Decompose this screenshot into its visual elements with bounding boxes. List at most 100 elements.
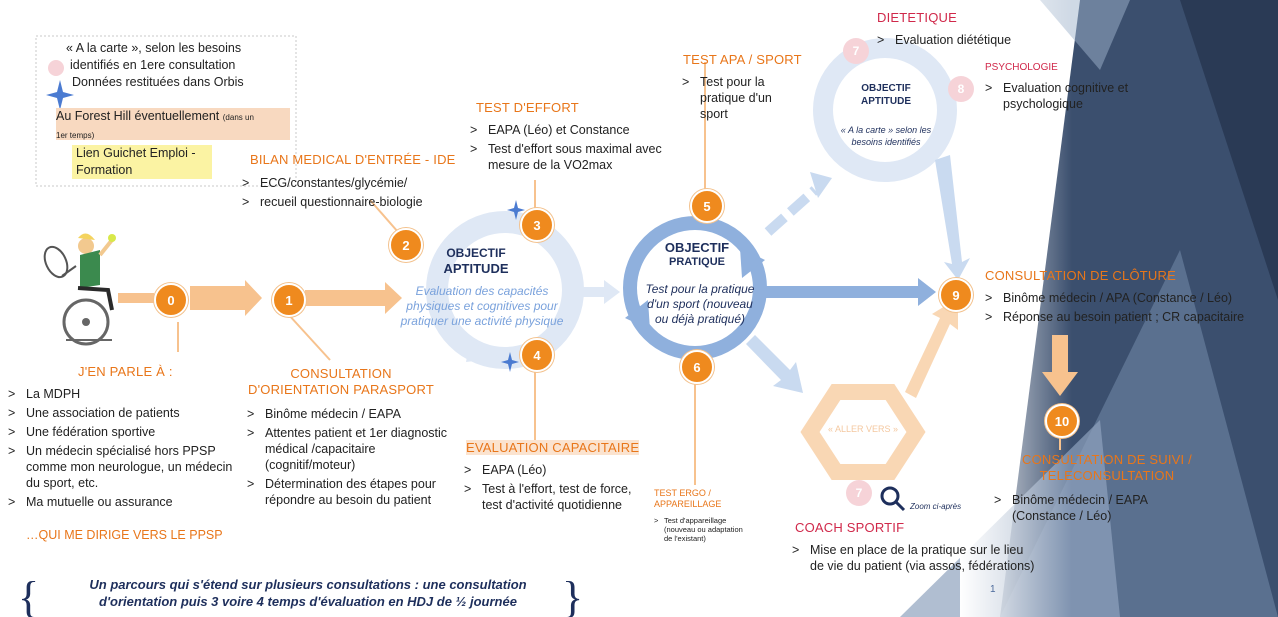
objectif-pratique-title: OBJECTIF PRATIQUE [655,240,739,270]
test-effort-title: TEST D'EFFORT [476,100,579,115]
jen-parle-footer: …QUI ME DIRIGE VERS LE PPSP [26,528,223,542]
arrow-apt-prat [572,280,620,304]
arrow-prat-apt2 [764,186,819,236]
objectif-aptitude-2-line2: APTITUDE [861,96,911,107]
guichet-emploi-line1: Lien Guichet Emploi - [76,146,196,160]
bottom-note-line1: Un parcours qui s'étend sur plusieurs co… [89,577,527,592]
star-icon [501,352,519,372]
test-ergo-item: Test d'appareillage (nouveau ou adaptati… [652,516,744,543]
step-7-dietetique-badge: 7 [843,38,869,64]
objectif-aptitude-1-line2: APTITUDE [443,261,509,276]
consultation-orientation-list: Binôme médecin / EAPA Attentes patient e… [245,406,450,511]
page-number: 1 [990,584,996,595]
evaluation-capacitaire-list: EAPA (Léo) Test à l'effort, test de forc… [462,462,642,516]
arrow-9-10 [1042,335,1078,396]
test-ergo-line1: TEST ERGO / [654,488,711,498]
dietetique-title: DIETETIQUE [877,10,958,25]
objectif-pratique-line1: OBJECTIF [664,240,730,255]
suivi-list: Binôme médecin / EAPA (Constance / Léo) [992,492,1162,527]
objectif-pratique-body: Test pour la pratique d'un sport (nouvea… [645,282,755,326]
test-ergo-title: TEST ERGO / APPAREILLAGE [654,488,721,510]
coach-title: COACH SPORTIF [795,520,905,535]
dietetique-item: Evaluation diététique [875,32,1075,48]
hexagon-aller-vers [800,384,926,480]
consultation-orientation-item: Détermination des étapes pour répondre a… [245,476,450,508]
consultation-orientation-item: Attentes patient et 1er diagnostic médic… [245,425,450,473]
jen-parle-list: La MDPH Une association de patients Une … [6,386,236,513]
zoom-label[interactable]: Zoom ci-après [910,502,962,511]
step-5-badge: 5 [690,189,724,223]
forest-hill-box: Au Forest Hill éventuellement (dans un 1… [56,108,290,140]
test-ergo-line2: APPAREILLAGE [654,499,722,509]
suivi-item: Binôme médecin / EAPA (Constance / Léo) [992,492,1162,524]
psychologie-list: Evaluation cognitive et psychologique [983,80,1148,115]
arrow-prat-aller [746,335,803,393]
step-7-coach-badge: 7 [846,480,872,506]
arrow-prat-apt2-head [810,172,832,198]
forest-hill-small: (dans un [222,113,254,122]
faint-step-marker [48,60,64,76]
evaluation-capacitaire-title: EVALUATION CAPACITAIRE [466,440,640,455]
arrow-0-1 [190,280,262,316]
orbis-line: Données restituées dans Orbis [72,75,244,89]
arrow-1-obj [305,282,402,314]
step-4-badge: 4 [520,338,554,372]
cycle-pratique-arrow-l [625,300,650,330]
aller-vers-label: « ALLER VERS » [827,424,899,434]
coach-list: Mise en place de la pratique sur le lieu… [790,542,1040,577]
test-apa-list: Test pour la pratique d'un sport [680,74,780,125]
step-9-badge: 9 [939,278,973,312]
jen-parle-item: Ma mutuelle ou assurance [6,494,236,510]
objectif-aptitude-1-line1: OBJECTIF [446,246,506,260]
arrow-0-a [118,293,154,303]
consultation-orientation-line1: CONSULTATION [290,366,392,381]
bottom-note: Un parcours qui s'étend sur plusieurs co… [48,576,568,610]
cycle-pratique-arrow-r [740,248,765,278]
bilan-item: recueil questionnaire-biologie [240,194,480,210]
cloture-item: Binôme médecin / APA (Constance / Léo) [983,290,1273,306]
cloture-item: Réponse au besoin patient ; CR capacitai… [983,309,1273,325]
test-effort-item: EAPA (Léo) et Constance [468,122,703,138]
forest-hill-line: Au Forest Hill éventuellement [56,109,220,123]
a-la-carte-line1: « A la carte », selon les besoins [66,41,242,55]
evaluation-capacitaire-item: Test à l'effort, test de force, test d'a… [462,481,642,513]
evaluation-capacitaire-item: EAPA (Léo) [462,462,642,478]
a-la-carte-line2: identifiés en 1ere consultation [70,58,236,72]
step-0-badge: 0 [154,283,188,317]
bottom-note-line2: d'orientation puis 3 voire 4 temps d'éva… [99,594,517,609]
jen-parle-item: Un médecin spécialisé hors PPSP comme mo… [6,443,236,491]
objectif-aptitude-2-line1: OBJECTIF [861,83,911,94]
cloture-title: CONSULTATION DE CLÔTURE [985,268,1176,283]
jen-parle-item: La MDPH [6,386,236,402]
coach-item: Mise en place de la pratique sur le lieu… [790,542,1040,574]
guichet-emploi-box: Lien Guichet Emploi - Formation [72,145,212,179]
test-apa-title: TEST APA / SPORT [683,52,802,67]
cycle-aptitude-1-arrow [466,340,500,362]
step-1-badge: 1 [272,283,306,317]
zoom-magnifier-icon [880,486,906,512]
suivi-line1: CONSULTATION DE SUIVI / [1021,452,1192,467]
dietetique-list: Evaluation diététique [875,32,1075,51]
consultation-orientation-item: Binôme médecin / EAPA [245,406,450,422]
consultation-orientation-title: CONSULTATION D'ORIENTATION PARASPORT [246,366,436,398]
guichet-emploi-line2: Formation [76,163,133,177]
dashed-box [35,35,297,187]
test-effort-item: Test d'effort sous maximal avec mesure d… [468,141,703,173]
brace-left: { [18,573,39,617]
jen-parle-item: Une association de patients [6,405,236,421]
suivi-line2: TELECONSULTATION [1039,468,1175,483]
brace-right: } [562,573,583,617]
jen-parle-item: Une fédération sportive [6,424,236,440]
arrow-aller-9 [905,298,958,398]
step-10-badge: 10 [1045,404,1079,438]
cycle-aptitude-2 [813,38,957,182]
star-icon [507,200,525,220]
arrow-prat-9 [760,278,936,306]
objectif-aptitude-1-body: Evaluation des capacités physiques et co… [400,284,564,328]
forest-hill-small2: 1er temps) [56,131,95,140]
objectif-aptitude-2-title: OBJECTIF APTITUDE [852,82,920,108]
consultation-orientation-line2: D'ORIENTATION PARASPORT [248,382,434,397]
bilan-item: ECG/constantes/glycémie/ [240,175,480,191]
cloture-list: Binôme médecin / APA (Constance / Léo) R… [983,290,1273,328]
step-6-badge: 6 [680,350,714,384]
